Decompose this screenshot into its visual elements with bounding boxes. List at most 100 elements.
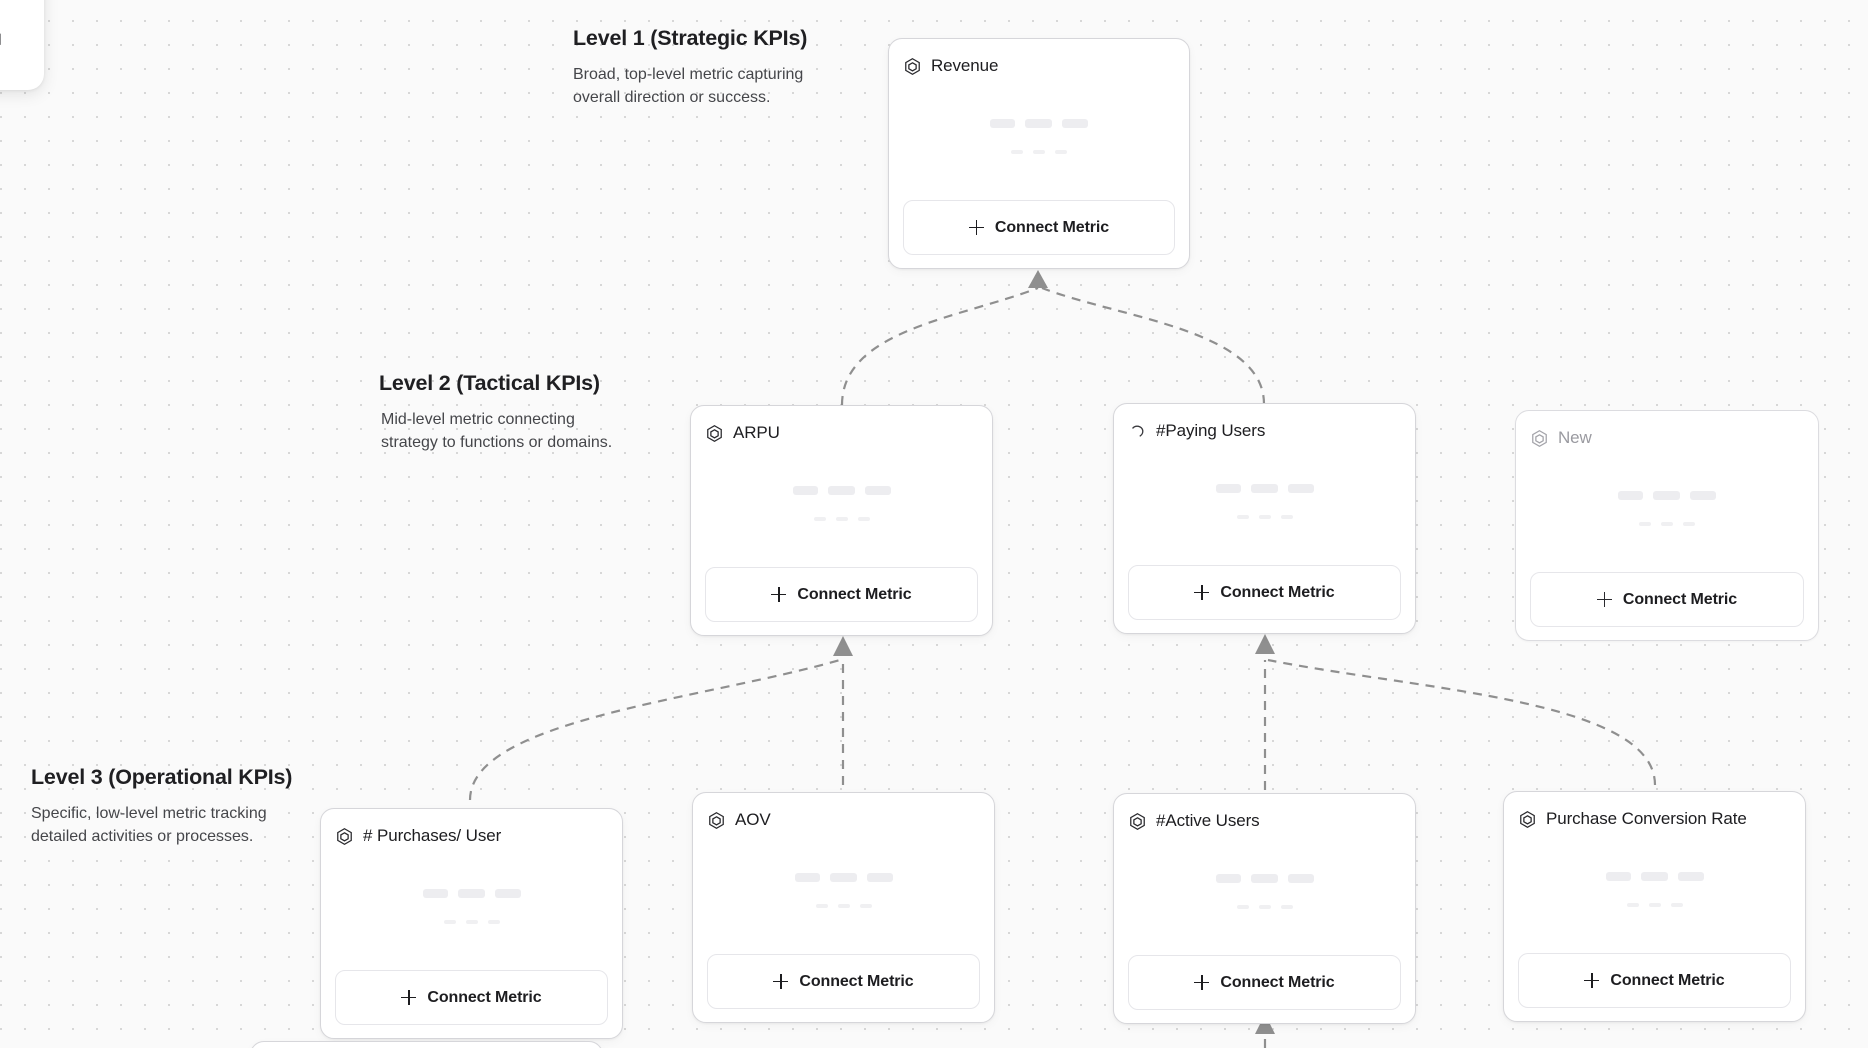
hexagon-icon — [709, 811, 724, 829]
connect-metric-button[interactable]: Connect Metric — [1128, 955, 1401, 1010]
skeleton-bar — [1250, 874, 1278, 883]
metric-card-paying-users[interactable]: #Paying Users Connect Metric — [1113, 403, 1416, 634]
card-title: ARPU — [733, 423, 780, 442]
panel-glyph: ◢ — [0, 31, 5, 46]
skeleton-row-primary — [422, 889, 521, 898]
skeleton-bar — [1683, 522, 1695, 526]
connect-metric-button[interactable]: Connect Metric — [707, 954, 980, 1009]
connect-metric-label: Connect Metric — [427, 988, 542, 1006]
skeleton-row-primary — [792, 486, 891, 495]
skeleton-bar — [1280, 905, 1293, 909]
skeleton-bar — [1640, 872, 1668, 881]
plus-icon — [1194, 585, 1210, 600]
skeleton-bar — [794, 873, 820, 882]
skeleton-bar — [422, 889, 448, 898]
arrowhead-arpu — [833, 636, 853, 656]
skeleton-bar — [1062, 119, 1088, 128]
skeleton-row-secondary — [815, 904, 872, 908]
skeleton-row-secondary — [1011, 150, 1067, 154]
connect-metric-label: Connect Metric — [1220, 973, 1335, 991]
metric-card-revenue[interactable]: Revenue Connect Metric — [888, 38, 1190, 269]
skeleton-bar — [792, 486, 818, 495]
card-title: New — [1558, 428, 1592, 447]
level-2-title: Level 2 (Tactical KPIs) — [379, 371, 600, 395]
level-2-label: Level 2 (Tactical KPIs) Mid-level metric… — [379, 371, 633, 454]
card-title: Revenue — [931, 56, 999, 75]
arrowhead-paying-users — [1255, 634, 1275, 654]
card-title: #Paying Users — [1156, 421, 1266, 440]
skeleton-bar — [1250, 484, 1278, 493]
connect-metric-label: Connect Metric — [1610, 971, 1725, 989]
skeleton-row-primary — [1618, 491, 1716, 500]
spinner-icon — [1132, 425, 1144, 437]
card-header: # Purchases/ User — [335, 823, 608, 849]
skeleton-bar — [1287, 484, 1314, 493]
metric-card-new[interactable]: New Connect Metric — [1515, 410, 1819, 641]
skeleton-bar — [1653, 491, 1680, 500]
level-1-title: Level 1 (Strategic KPIs) — [573, 26, 808, 50]
skeleton-bar — [1236, 515, 1249, 519]
level-3-title: Level 3 (Operational KPIs) — [31, 765, 293, 789]
card-title: Purchase Conversion Rate — [1546, 809, 1747, 828]
skeleton-row-secondary — [1236, 905, 1293, 909]
connect-metric-button[interactable]: Connect Metric — [1530, 572, 1804, 627]
skeleton-row-secondary — [443, 920, 500, 924]
card-header: Purchase Conversion Rate — [1518, 806, 1791, 832]
plus-icon — [401, 990, 417, 1005]
skeleton-bar — [1639, 522, 1651, 526]
skeleton-bar — [866, 873, 893, 882]
skeleton-bar — [1215, 874, 1241, 883]
edge-paying-users-to-revenue — [1041, 286, 1266, 405]
skeleton-bar — [1280, 515, 1293, 519]
connect-metric-button[interactable]: Connect Metric — [335, 970, 608, 1025]
card-skeleton-body — [335, 849, 608, 970]
metric-card-active-users[interactable]: #Active Users Connect Metric — [1113, 793, 1416, 1024]
skeleton-bar — [1648, 903, 1661, 907]
connect-metric-button[interactable]: Connect Metric — [705, 567, 978, 622]
connect-metric-button[interactable]: Connect Metric — [1518, 953, 1791, 1008]
card-skeleton-body — [707, 833, 980, 954]
card-skeleton-body — [705, 446, 978, 567]
plus-icon — [1194, 975, 1210, 990]
skeleton-row-secondary — [1639, 522, 1695, 526]
metric-card-partial-below[interactable] — [250, 1041, 603, 1048]
card-skeleton-body — [903, 79, 1175, 200]
skeleton-bar — [1258, 905, 1271, 909]
metric-card-arpu[interactable]: ARPU Connect Metric — [690, 405, 993, 636]
card-header: #Paying Users — [1128, 418, 1401, 444]
skeleton-bar — [1618, 491, 1643, 500]
card-skeleton-body — [1530, 451, 1804, 572]
skeleton-bar — [1215, 484, 1241, 493]
skeleton-bar — [1661, 522, 1673, 526]
metric-card-aov[interactable]: AOV Connect Metric — [692, 792, 995, 1023]
skeleton-bar — [829, 873, 857, 882]
card-title: #Active Users — [1156, 811, 1260, 830]
metric-card-purchases-per-user[interactable]: # Purchases/ User Connect Metric — [320, 808, 623, 1039]
level-3-label: Level 3 (Operational KPIs) Specific, low… — [31, 765, 292, 848]
skeleton-row-primary — [794, 873, 893, 882]
card-header: #Active Users — [1128, 808, 1401, 834]
hexagon-icon — [337, 827, 352, 845]
skeleton-row-secondary — [813, 517, 870, 521]
skeleton-bar — [465, 920, 478, 924]
edge-arpu-to-revenue — [840, 286, 1039, 406]
skeleton-row-primary — [1215, 484, 1314, 493]
card-header: New — [1530, 425, 1804, 451]
connect-metric-button[interactable]: Connect Metric — [903, 200, 1175, 255]
skeleton-bar — [835, 517, 848, 521]
floating-panel-clipped[interactable]: ◢ — [0, 0, 44, 90]
card-title: AOV — [735, 810, 771, 829]
hexagon-icon — [1532, 429, 1547, 447]
card-skeleton-body — [1128, 444, 1401, 565]
edge-pcr-to-paying-users — [1267, 658, 1657, 786]
connect-metric-label: Connect Metric — [1622, 590, 1738, 608]
connect-metric-label: Connect Metric — [799, 972, 914, 990]
skeleton-bar — [857, 517, 870, 521]
plus-icon — [1584, 973, 1600, 988]
skeleton-row-secondary — [1626, 903, 1683, 907]
connect-metric-button[interactable]: Connect Metric — [1128, 565, 1401, 620]
connect-metric-label: Connect Metric — [797, 585, 912, 603]
skeleton-bar — [1677, 872, 1704, 881]
metric-card-purchase-conversion-rate[interactable]: Purchase Conversion Rate Connect Metric — [1503, 791, 1806, 1022]
